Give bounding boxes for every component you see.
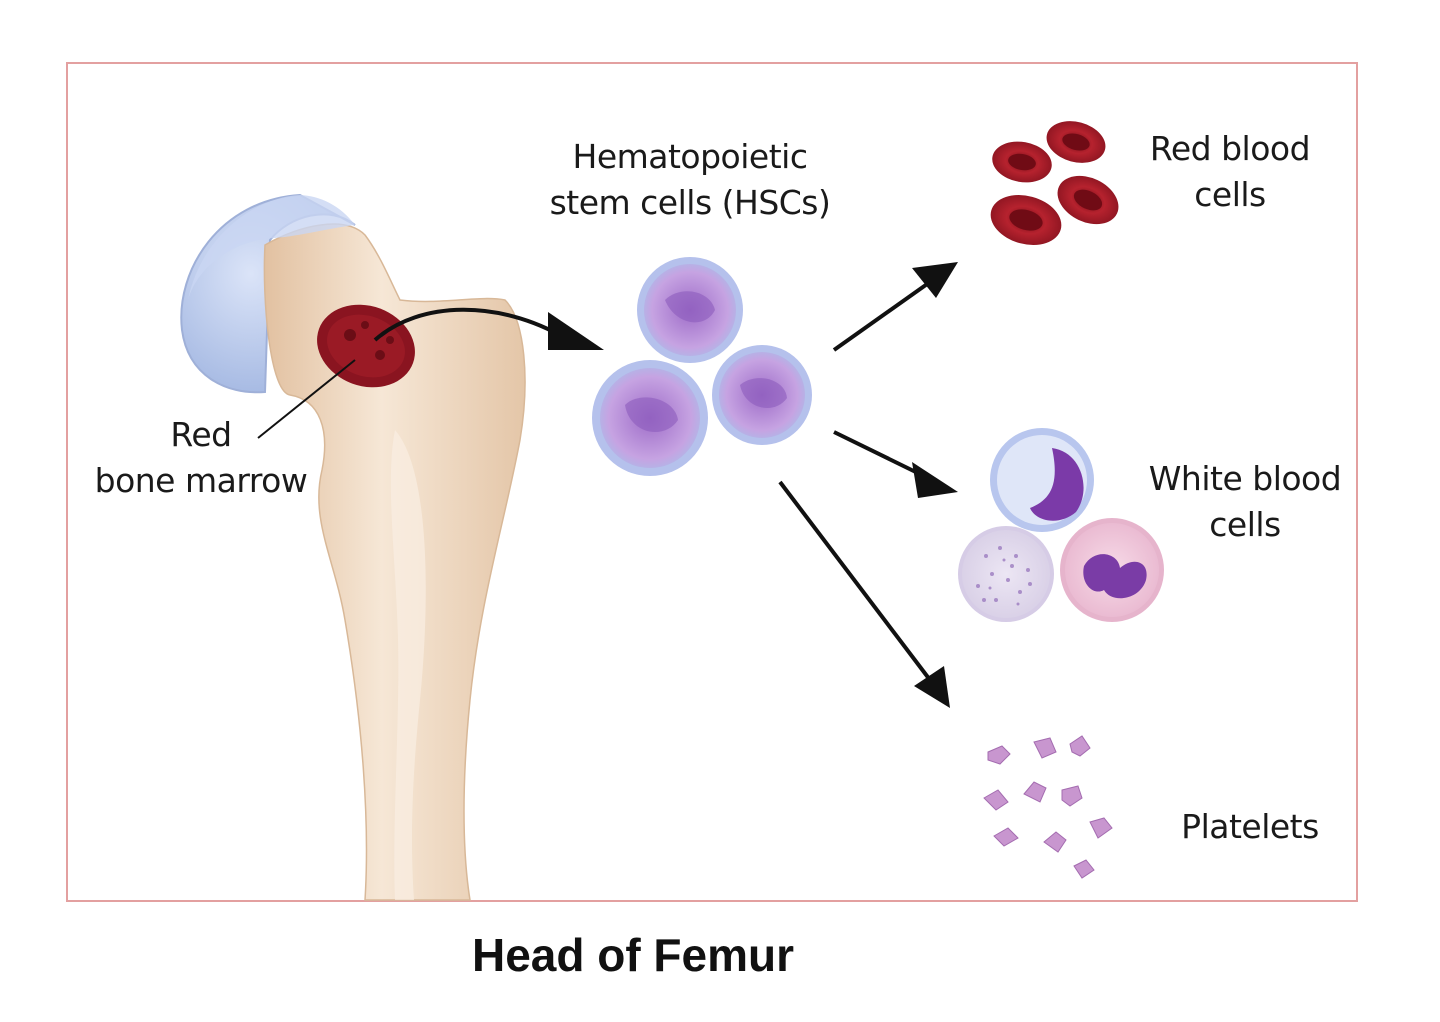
hsc-label: Hematopoietic stem cells (HSCs) [530, 134, 850, 226]
marrow-pointer-line [257, 359, 356, 439]
stem-cell [637, 257, 743, 363]
hsc-label-line1: Hematopoietic [572, 137, 808, 176]
white-blood-cell [1060, 518, 1164, 622]
stem-cells [592, 257, 812, 476]
arrow-to-rbc [832, 280, 932, 352]
platelets-label-text: Platelets [1181, 807, 1319, 846]
figure-caption: Head of Femur [471, 929, 795, 981]
femur-bone [180, 193, 526, 901]
white-blood-cells [958, 428, 1164, 622]
white-blood-cell [958, 526, 1054, 622]
rbc-label-line1: Red blood [1149, 129, 1311, 168]
red-blood-cells [990, 121, 1119, 245]
arrow-to-platelets [778, 480, 932, 682]
marrow-to-hsc-arrowhead [548, 312, 604, 350]
marrow-to-hsc-arrow [373, 307, 567, 342]
arrowhead-platelets [914, 666, 950, 708]
arrowhead-rbc [912, 262, 958, 298]
wbc-label-line2: cells [1209, 505, 1281, 544]
marrow-label-line1: Red [170, 415, 232, 454]
stem-cell [712, 345, 812, 445]
rbc-label-line2: cells [1194, 175, 1266, 214]
arrow-to-wbc [833, 430, 929, 480]
red-blood-cell [1057, 175, 1119, 225]
diagram-frame [66, 62, 1358, 902]
wbc-label: White blood cells [1130, 456, 1360, 548]
stem-cell [592, 360, 708, 476]
wbc-label-line1: White blood [1148, 459, 1342, 498]
platelets [983, 735, 1113, 879]
marrow-label-line2: bone marrow [94, 461, 308, 500]
arrowhead-wbc [912, 462, 958, 498]
rbc-label: Red blood cells [1120, 126, 1340, 218]
red-blood-cell [992, 141, 1052, 183]
red-blood-cell [990, 195, 1062, 245]
hsc-label-line2: stem cells (HSCs) [549, 183, 831, 222]
red-blood-cell [1046, 121, 1106, 163]
differentiation-arrows [778, 262, 958, 708]
white-blood-cell [990, 428, 1094, 532]
marrow-label: Red bone marrow [76, 412, 326, 504]
platelets-label: Platelets [1160, 804, 1340, 850]
